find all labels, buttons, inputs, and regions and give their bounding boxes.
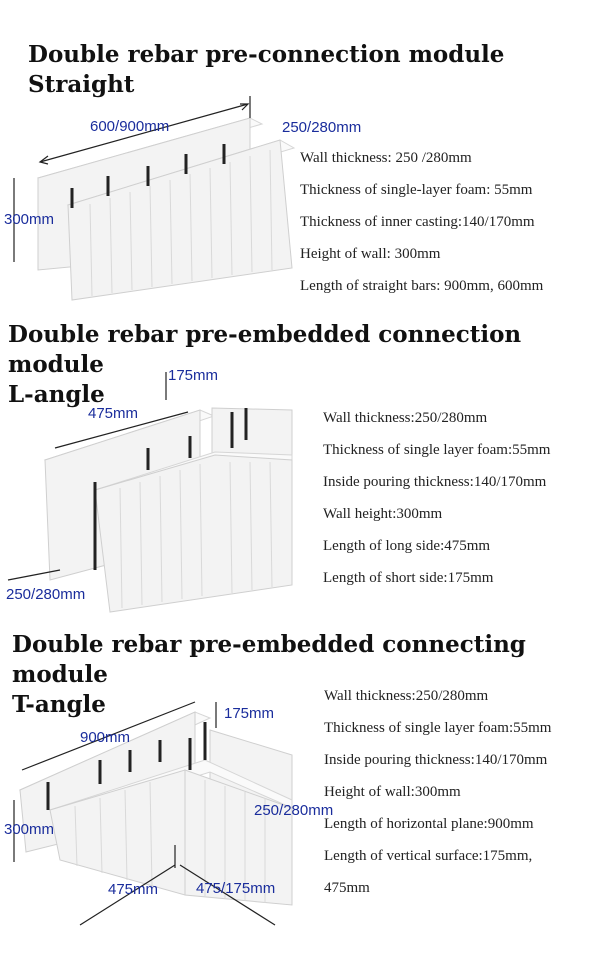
spec-item: Thickness of inner casting:140/170mm bbox=[300, 214, 535, 230]
dim-length-label: 600/900mm bbox=[90, 118, 170, 135]
section-title-straight: Double rebar pre-connection module Strai… bbox=[28, 41, 505, 98]
spec-item: Wall thickness:250/280mm bbox=[324, 688, 489, 704]
spec-item: Height of wall: 300mm bbox=[300, 246, 441, 262]
spec-item: Inside pouring thickness:140/170mm bbox=[323, 474, 547, 490]
title-line: Double rebar pre-embedded connection mod… bbox=[8, 321, 522, 378]
spec-item: Height of wall:300mm bbox=[324, 784, 461, 800]
dim-short-label: 175mm bbox=[224, 705, 275, 722]
straight-spec-list: Wall thickness: 250 /280mm Thickness of … bbox=[300, 150, 543, 310]
t-angle-spec-list: Wall thickness:250/280mm Thickness of si… bbox=[324, 688, 551, 912]
dim-long-label: 475mm bbox=[88, 405, 139, 422]
l-angle-module-image bbox=[7, 372, 293, 613]
spec-item: Length of vertical surface:175mm, bbox=[324, 848, 533, 864]
dim-height-label: 300mm bbox=[4, 211, 55, 228]
spec-item: Wall thickness:250/280mm bbox=[323, 410, 488, 426]
spec-item: Length of straight bars: 900mm, 600mm bbox=[300, 278, 544, 294]
spec-item: Thickness of single-layer foam: 55mm bbox=[300, 182, 533, 198]
dim-thickness-label: 250/280mm bbox=[6, 586, 86, 603]
section-title-l-angle: Double rebar pre-embedded connection mod… bbox=[8, 320, 600, 410]
title-line: Double rebar pre-embedded connecting mod… bbox=[12, 631, 526, 688]
title-line: T-angle bbox=[12, 691, 106, 718]
straight-module-image bbox=[13, 96, 296, 301]
l-angle-spec-list: Wall thickness:250/280mm Thickness of si… bbox=[323, 410, 550, 602]
dim-thickness-label: 250/280mm bbox=[254, 802, 334, 819]
dim-height-label: 300mm bbox=[4, 821, 55, 838]
dim-thickness-label: 250/280mm bbox=[282, 119, 362, 136]
dim-right-label: 475/175mm bbox=[196, 880, 276, 897]
spec-item: 475mm bbox=[324, 880, 370, 896]
dim-length-label: 900mm bbox=[80, 729, 131, 746]
dim-short-label: 175mm bbox=[168, 367, 219, 384]
section-title-t-angle: Double rebar pre-embedded connecting mod… bbox=[12, 630, 600, 720]
spec-item: Thickness of single layer foam:55mm bbox=[323, 442, 551, 458]
spec-item: Length of long side:475mm bbox=[323, 538, 491, 554]
spec-item: Wall height:300mm bbox=[323, 506, 443, 522]
spec-item: Length of short side:175mm bbox=[323, 570, 494, 586]
spec-item: Thickness of single layer foam:55mm bbox=[324, 720, 552, 736]
title-line: L-angle bbox=[8, 381, 105, 408]
spec-item: Wall thickness: 250 /280mm bbox=[300, 150, 472, 166]
spec-item: Length of horizontal plane:900mm bbox=[324, 816, 534, 832]
dim-left-label: 475mm bbox=[108, 881, 159, 898]
spec-item: Inside pouring thickness:140/170mm bbox=[324, 752, 548, 768]
t-angle-module-image bbox=[13, 701, 293, 926]
